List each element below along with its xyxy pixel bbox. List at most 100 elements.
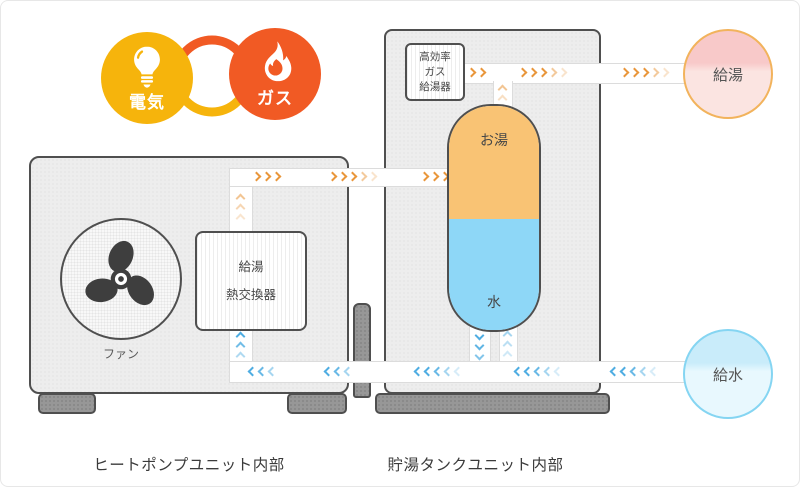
chevron-icon [517, 67, 528, 78]
electricity-badge: 電気 [101, 32, 193, 124]
chevron-icon [474, 330, 485, 341]
chevron-icon [323, 366, 334, 377]
chevron-icon [235, 351, 246, 362]
tank-hot-water: お湯 [449, 106, 539, 219]
chevron-icon [533, 366, 544, 377]
flow-up-arrows [497, 84, 508, 105]
chevron-icon [443, 366, 454, 377]
flow-left-arrows [413, 366, 464, 377]
chevron-icon [347, 171, 358, 182]
hot-water-supply-label: 給湯 [712, 66, 743, 84]
chevron-icon [659, 67, 670, 78]
chevron-icon [267, 366, 278, 377]
fan [60, 218, 182, 340]
hot-water-supply-circle: 給湯 [683, 29, 773, 119]
chevron-icon [619, 366, 630, 377]
flow-up-arrows [235, 193, 246, 224]
gas-badge: ガス [229, 28, 321, 120]
chevron-icon [367, 171, 378, 182]
chevron-icon [419, 171, 430, 182]
flow-right-arrows [251, 171, 282, 182]
chevron-icon [257, 366, 268, 377]
chevron-icon [343, 366, 354, 377]
chevron-icon [453, 366, 464, 377]
gas-label: ガス [257, 89, 293, 108]
chevron-icon [235, 203, 246, 214]
heat-exchanger-label-line1: 給湯 [238, 260, 264, 274]
chevron-icon [333, 366, 344, 377]
flow-right-arrows [327, 171, 378, 182]
chevron-icon [523, 366, 534, 377]
chevron-icon [474, 340, 485, 351]
tank-cold-water: 水 [449, 219, 539, 330]
fan-icon [85, 240, 154, 306]
storage-tank: お湯 水 [447, 104, 541, 332]
chevron-icon [502, 330, 513, 341]
chevron-icon [649, 67, 660, 78]
chevron-icon [413, 366, 424, 377]
heat-exchanger-label-line2: 熱交換器 [225, 288, 276, 302]
flow-left-arrows [609, 366, 660, 377]
chevron-icon [466, 67, 477, 78]
chevron-icon [235, 193, 246, 204]
chevron-icon [247, 366, 258, 377]
heat-pump-foot-left [38, 393, 96, 414]
cold-water-supply-label: 給水 [712, 366, 743, 384]
heat-pump-foot-right [287, 393, 347, 414]
gas-heater-line3: 給湯器 [419, 80, 451, 93]
chevron-icon [639, 67, 650, 78]
lightbulb-icon [134, 46, 160, 88]
heat-exchanger-box: 給湯 熱交換器 [195, 231, 307, 331]
chevron-icon [357, 171, 368, 182]
chevron-icon [497, 94, 508, 105]
flame-icon [264, 41, 292, 82]
flow-left-arrows [247, 366, 278, 377]
chevron-icon [476, 67, 487, 78]
pipe-tank-in-vertical [499, 327, 518, 363]
chevron-icon [337, 171, 348, 182]
fan-label: ファン [102, 347, 139, 361]
chevron-icon [235, 341, 246, 352]
tank-unit-base [375, 393, 610, 414]
chevron-icon [251, 171, 262, 182]
chevron-icon [235, 331, 246, 342]
chevron-icon [527, 67, 538, 78]
cold-water-supply-circle: 給水 [683, 329, 773, 419]
chevron-icon [513, 366, 524, 377]
chevron-icon [327, 171, 338, 182]
flow-down-arrows [474, 330, 485, 361]
chevron-icon [474, 350, 485, 361]
pipe-hot-to-tank [229, 168, 448, 187]
flow-right-arrows [419, 171, 450, 182]
connector-slab [353, 303, 371, 398]
gas-heater-box: 高効率 ガス 給湯器 [405, 43, 465, 101]
gas-heater-line2: ガス [424, 65, 446, 78]
chevron-icon [639, 366, 650, 377]
flow-left-arrows [513, 366, 564, 377]
chevron-icon [537, 67, 548, 78]
chevron-icon [609, 366, 620, 377]
chevron-icon [433, 366, 444, 377]
pipe-tank-top-vertical [493, 81, 513, 107]
chevron-icon [235, 213, 246, 224]
chevron-icon [649, 366, 660, 377]
heat-pump-caption: ヒートポンプユニット内部 [93, 457, 285, 474]
pipe-tank-out-vertical [469, 327, 491, 363]
pipe-cold-supply [229, 361, 686, 383]
flow-up-arrows [502, 330, 513, 361]
chevron-icon [502, 350, 513, 361]
flow-left-arrows [323, 366, 354, 377]
gas-heater-line1: 高効率 [419, 50, 451, 63]
pipe-hot-outlet [464, 63, 686, 84]
chevron-icon [629, 67, 640, 78]
chevron-icon [502, 340, 513, 351]
chevron-icon [271, 171, 282, 182]
chevron-icon [557, 67, 568, 78]
electricity-label: 電気 [129, 93, 165, 112]
chevron-icon [543, 366, 554, 377]
flow-right-arrows [619, 67, 670, 78]
chevron-icon [497, 84, 508, 95]
flow-up-arrows [235, 331, 246, 362]
flow-right-arrows [517, 67, 568, 78]
